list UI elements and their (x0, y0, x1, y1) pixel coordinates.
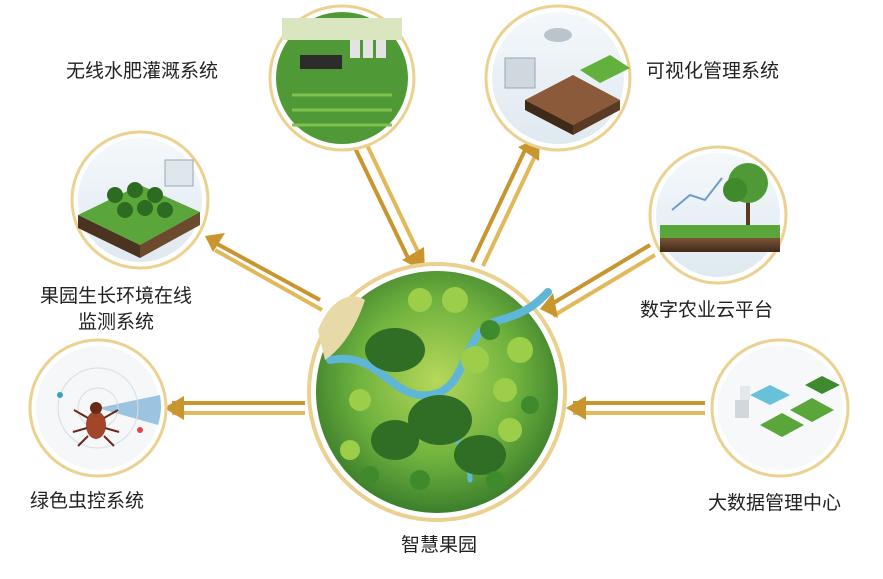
label-monitoring-line2: 监测系统 (78, 311, 155, 333)
node-bigdata-circle (710, 338, 850, 478)
label-irrigation: 无线水肥灌溉系统 (66, 60, 219, 82)
label-center: 智慧果园 (400, 534, 477, 556)
node-cloud-circle (648, 145, 788, 285)
label-visual: 可视化管理系统 (646, 60, 780, 82)
node-monitoring-circle (70, 130, 210, 270)
label-pest: 绿色虫控系统 (30, 490, 145, 512)
node-visual-circle (484, 4, 632, 152)
node-irrigation-circle (268, 4, 416, 152)
label-monitoring-line1: 果园生长环境在线 (40, 285, 193, 307)
arrow-monitoring-center (205, 233, 323, 312)
node-pest-circle (28, 338, 168, 478)
arrow-center-to-cloud (540, 243, 657, 318)
arrow-center-to-pest (164, 396, 305, 420)
arrow-bigdata-to-center (566, 396, 705, 420)
label-bigdata: 大数据管理中心 (708, 492, 842, 514)
label-cloud: 数字农业云平台 (640, 299, 774, 321)
center-orchard-circle (307, 262, 567, 522)
arrow-irrigation-to-center (353, 144, 425, 272)
arrow-center-to-visual (470, 137, 540, 267)
